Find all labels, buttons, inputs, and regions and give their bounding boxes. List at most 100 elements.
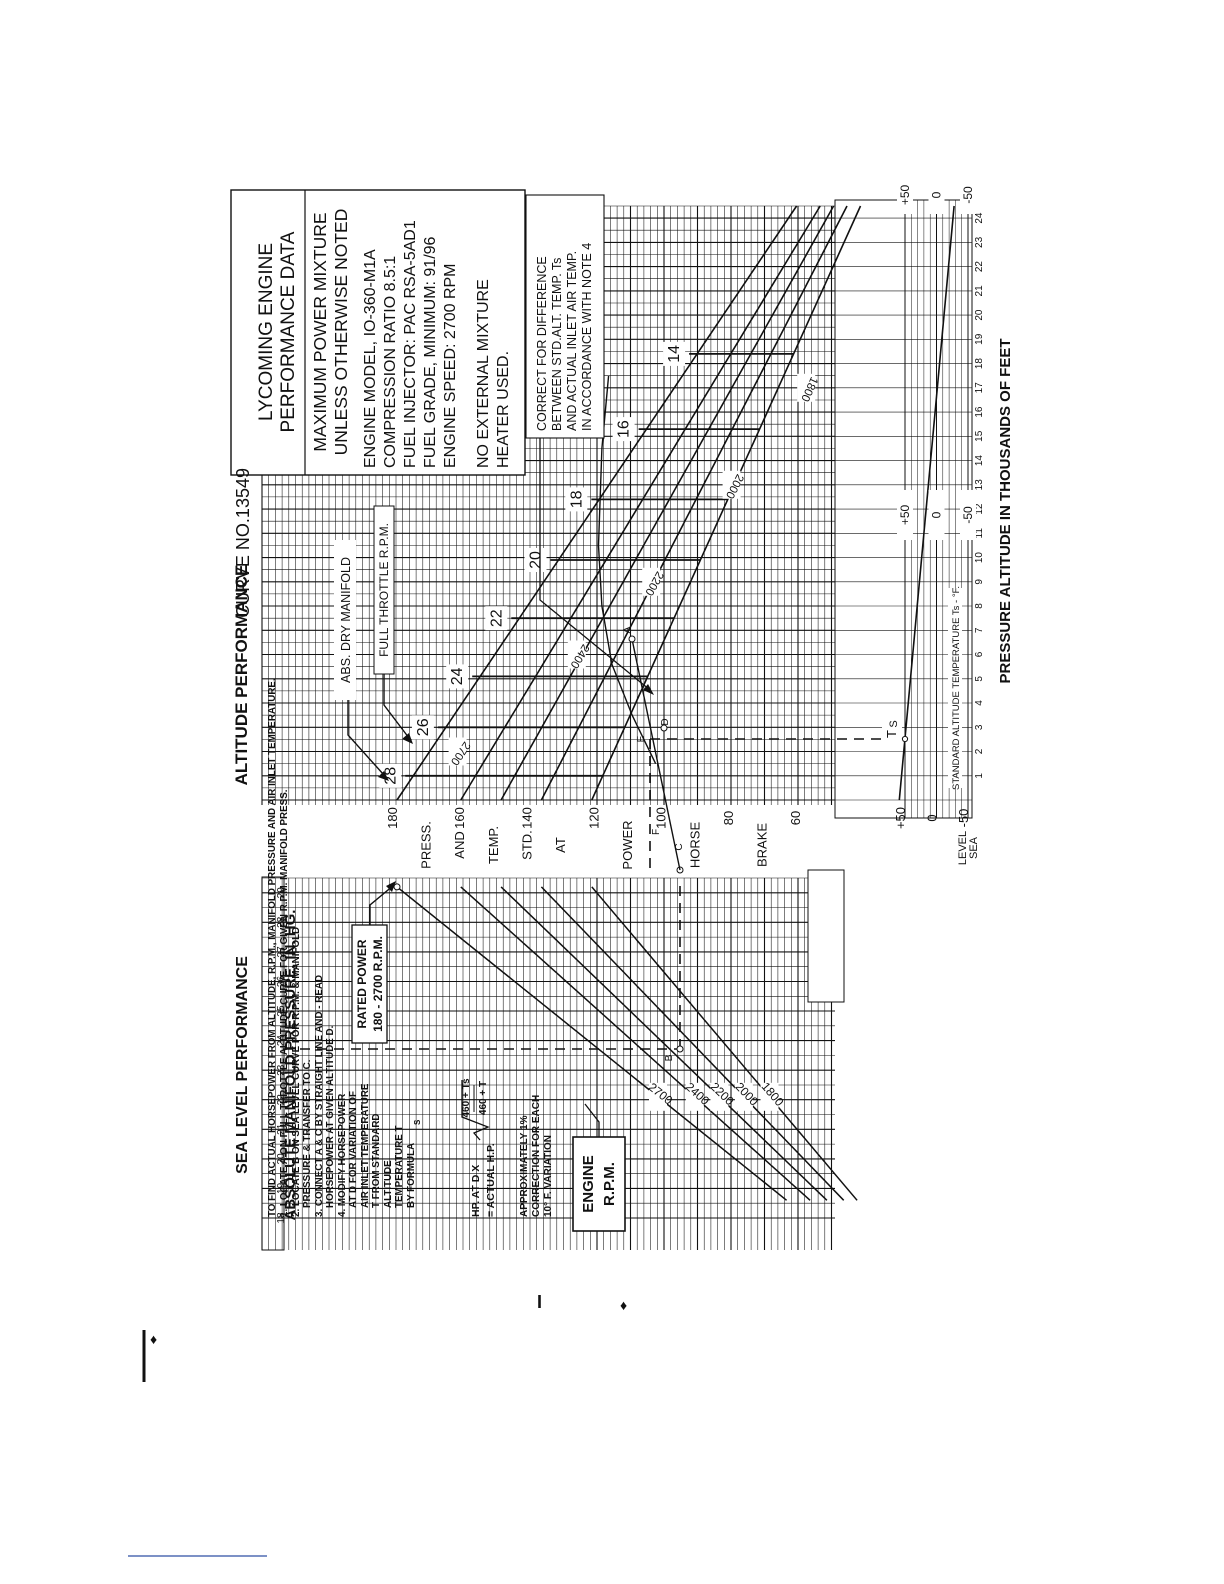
altitude-x-tick: 11 [974, 528, 985, 539]
altitude-rpm-label-bg [448, 737, 467, 766]
instruction-line: T FROM STANDARD [371, 1113, 382, 1208]
sea-level-line-2200 [500, 886, 828, 1201]
center-axis-word: AT [553, 837, 568, 853]
sea-level-rpm-label-bg [734, 1082, 753, 1111]
manifold-pressure-label: 24 [449, 667, 466, 685]
info-box-frame [230, 189, 526, 476]
sea-level-x-tick: 27 [276, 946, 287, 958]
manifold-pressure-label: 14 [666, 345, 683, 363]
sea-level-rpm-label-bg [649, 1082, 667, 1111]
altitude-temp-tick-right: 0 [930, 191, 944, 198]
spec-compression: COMPRESSION RATIO 8.5:1 [382, 256, 399, 468]
spec-fuel-injector: FUEL INJECTOR: PAC RSA-5AD1 [402, 220, 419, 468]
point-b-marker [676, 1045, 684, 1053]
correction-note-line: CORRECT FOR DIFFERENCE [535, 256, 549, 431]
formula-denominator: 460 + T [478, 1081, 489, 1115]
sea-level-line-2700 [396, 886, 788, 1201]
manifold-pressure-label-bg [379, 763, 402, 788]
center-axis-temp-tick: -50 [956, 809, 971, 828]
instruction-line: 4. MODIFY HORSEPOWER [337, 1094, 348, 1217]
sea-level-x-tick: 29 [276, 887, 287, 899]
altitude-temp-tick-right-bg [928, 176, 945, 214]
instructions-block: TO FIND ACTUAL HORSEPOWER FROM ALTITUDE,… [267, 678, 422, 1217]
altitude-x-tick: 14 [974, 455, 985, 467]
altitude-line-2000 [540, 205, 848, 801]
manifold-pressure-label: 28 [382, 767, 399, 785]
instruction-line: AIR INLET TEMPERATURE [360, 1083, 371, 1208]
sea-level-x-tick: 22 [276, 1094, 287, 1106]
altitude-temp-tick-mid-bg [960, 490, 976, 540]
sea-level-rpm-label-bg [760, 1082, 779, 1111]
correction-leader [539, 438, 651, 691]
manifold-pressure-label: 16 [616, 420, 633, 438]
blank-box [807, 869, 845, 1003]
info-box: CURVE NO.13549 LYCOMING ENGINE PERFORMAN… [230, 189, 526, 618]
full-throttle-arrow [402, 733, 413, 744]
altitude-x-tick: 5 [974, 676, 985, 682]
center-axis-power-tick: 100 [654, 807, 669, 829]
altitude-x-tick: 3 [974, 724, 985, 730]
ts-subscript: S [888, 720, 900, 727]
altitude-x-tick: 1 [974, 773, 985, 779]
spec-engine-model: ENGINE MODEL, IO-360-M1A [362, 249, 379, 468]
point-b-label: B [664, 1054, 675, 1061]
sea-level-x-tick: 20 [276, 1153, 287, 1165]
sea-level-x-tick: 23 [276, 1064, 287, 1076]
formula-result: = ACTUAL H.P. [485, 1143, 497, 1217]
page-marks: ♦ I ♦ [128, 1292, 627, 1557]
altitude-panel: ALTITUDE PERFORMANCE PRESSURE ALTITUDE I… [232, 176, 1014, 871]
formula-lhs: HP. AT D X [470, 1165, 482, 1217]
manifold-pressure-label-bg [446, 664, 469, 689]
full-throttle-curve [597, 375, 657, 764]
instruction-line: BY FORMULA [406, 1143, 417, 1208]
manifold-pressure-label-bg [485, 606, 508, 631]
sea-level-x-tick: 25 [276, 1005, 287, 1017]
ts-marker [901, 735, 909, 743]
center-axis-word: POWER [620, 820, 635, 869]
approx-note-line: 10° F. VARIATION [543, 1135, 554, 1217]
sea-level-title: SEA LEVEL PERFORMANCE [234, 956, 251, 1174]
approx-note-line: APPROXIMATELY 1% [519, 1115, 530, 1217]
manifold-pressure-label-bg [565, 487, 588, 512]
altitude-x-tick: 6 [974, 651, 985, 657]
full-throttle-label: FULL THROTTLE R.P.M. [377, 523, 391, 657]
sea-level-line-2400 [460, 886, 811, 1201]
altitude-temp-tick-right-bg [960, 176, 976, 214]
rated-power-box [351, 924, 388, 1044]
altitude-line-2400 [460, 205, 821, 801]
manifold-pressure-label: 22 [488, 609, 505, 627]
instruction-line: PRESSURE & TRANSFER TO C. [302, 1059, 313, 1208]
correction-note-line: IN ACCORDANCE WITH NOTE 4 [580, 243, 594, 431]
altitude-x-tick: 18 [974, 358, 985, 370]
point-c-label: C [674, 843, 685, 850]
altitude-x-tick: 13 [974, 479, 985, 491]
rated-power-line-2: 180 - 2700 R.P.M. [371, 936, 385, 1032]
altitude-rpm-label-bg [722, 470, 741, 499]
page-mark-2: ♦ [620, 1297, 627, 1313]
altitude-title: ALTITUDE PERFORMANCE [232, 565, 251, 786]
point-f-label: F [651, 829, 662, 835]
manifold-pressure-label: 20 [528, 551, 545, 569]
center-axis-power-tick: 60 [788, 811, 803, 825]
manifold-pressure-label-bg [612, 417, 635, 442]
point-d-marker [660, 724, 668, 732]
curve-number: CURVE NO.13549 [233, 468, 253, 618]
center-axis-power-tick: 140 [519, 807, 534, 829]
altitude-line-1800 [591, 205, 862, 801]
altitude-temp-tick-mid: 0 [930, 511, 944, 518]
ts-subscript: S [413, 1119, 422, 1125]
altitude-x-tick: 21 [974, 285, 985, 297]
mixture-line-2: UNLESS OTHERWISE NOTED [331, 209, 351, 456]
center-axis-power-tick: 120 [587, 807, 602, 829]
center-axis-word: HORSE [687, 822, 702, 869]
std-temp-label-box [948, 588, 962, 788]
abs-dry-manifold-leader [347, 700, 385, 776]
manifold-pressure-label: 18 [568, 490, 585, 508]
center-axis-word: TEMP. [486, 826, 501, 864]
correction-note-line: BETWEEN STD.ALT. TEMP. Ts [550, 258, 564, 431]
center-axis-temp-tick: +50 [893, 807, 908, 829]
